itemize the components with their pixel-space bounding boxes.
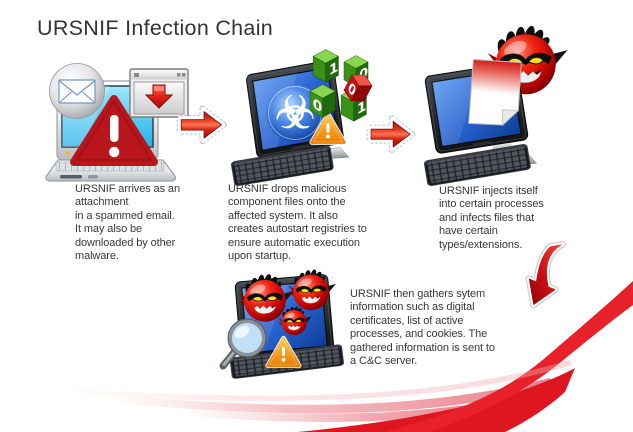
stage-2-illustration: ☣ 1 0 0 1 0 (230, 49, 376, 187)
download-arrow-icon (144, 84, 174, 109)
svg-text:0: 0 (345, 80, 357, 101)
svg-text:0: 0 (359, 64, 368, 84)
stage-4-caption: URSNIF then gathers sytem information su… (350, 288, 495, 368)
page-title: URSNIF Infection Chain (37, 16, 274, 40)
svg-text:1: 1 (357, 97, 366, 118)
magnifier-icon (219, 318, 267, 370)
stage-1-illustration (45, 63, 189, 182)
binary-dice-icon: 1 0 0 1 0 (309, 49, 376, 122)
svg-text:☣: ☣ (275, 86, 315, 139)
svg-text:1: 1 (329, 58, 338, 79)
email-icon (49, 63, 105, 119)
arrow-down-icon (525, 241, 566, 309)
arrow-right-2-icon (370, 119, 412, 150)
download-window-icon (129, 68, 189, 118)
stage-2-caption: URSNIF drops malicious component files o… (228, 183, 367, 263)
stage-3-illustration (423, 25, 569, 187)
stage-1-caption: URSNIF arrives as an attachment in a spa… (75, 183, 180, 263)
stage-4-illustration (219, 269, 345, 380)
biohazard-icon: ☣ (266, 84, 324, 142)
stage-3-caption: URSNIF injects itself into certain proce… (439, 185, 544, 251)
infected-document-icon (468, 59, 522, 126)
svg-text:0: 0 (313, 95, 322, 116)
bottom-swoosh-decoration (48, 281, 633, 432)
warning-triangle-icon (70, 95, 158, 166)
